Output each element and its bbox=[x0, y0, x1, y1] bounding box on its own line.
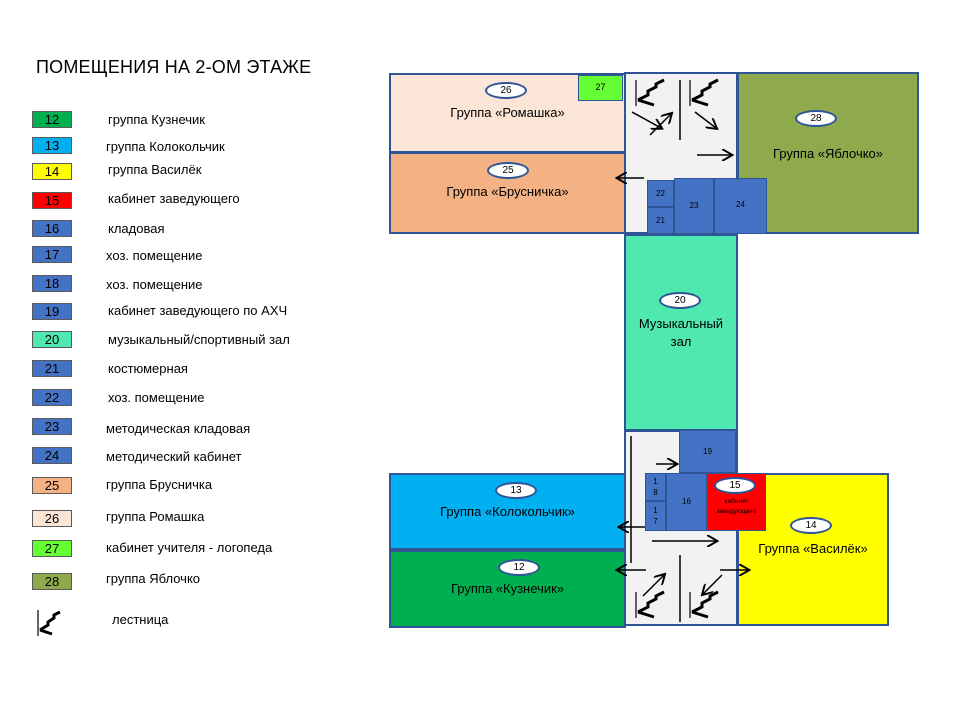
room-16[interactable]: 16 bbox=[666, 473, 707, 531]
arrow bbox=[631, 111, 661, 128]
stairs-icon-top-left bbox=[635, 78, 665, 107]
legend-label-18: хоз. помещение bbox=[106, 277, 203, 292]
room-music-hall-label-1: Музыкальный bbox=[638, 316, 724, 331]
legend-swatch-12: 12 bbox=[32, 111, 72, 128]
room-23[interactable]: 23 bbox=[674, 178, 714, 234]
room-24[interactable]: 24 bbox=[714, 178, 767, 234]
room-17[interactable]: 1 7 bbox=[645, 501, 666, 531]
legend-label-24: методический кабинет bbox=[106, 449, 242, 464]
legend-label-14: группа Василёк bbox=[108, 162, 202, 177]
legend-swatch-24: 24 bbox=[32, 447, 72, 464]
legend-swatch-14: 14 bbox=[32, 163, 72, 180]
legend-label-25: группа Брусничка bbox=[106, 477, 213, 492]
room-romashka-label: Группа «Ромашка» bbox=[450, 105, 565, 120]
legend-label-13: группа Колокольчик bbox=[106, 139, 225, 154]
room-logoped[interactable]: 27 bbox=[578, 75, 623, 101]
legend-swatch-17: 17 bbox=[32, 246, 72, 263]
room-vasilek-label: Группа «Василёк» bbox=[758, 541, 868, 556]
room-head-office-label: кабинет заведующего bbox=[716, 498, 757, 515]
room-kolokolchik-number: 13 bbox=[495, 482, 537, 499]
legend-swatch-19: 19 bbox=[32, 303, 72, 320]
room-yablochko[interactable] bbox=[737, 72, 919, 234]
legend-swatch-13: 13 bbox=[32, 137, 72, 154]
legend-swatch-28: 28 bbox=[32, 573, 72, 590]
legend-swatch-16: 16 bbox=[32, 220, 72, 237]
stairs-icon-top-right bbox=[689, 78, 719, 107]
room-kuznechik-label: Группа «Кузнечик» bbox=[450, 581, 564, 596]
room-romashka-number: 26 bbox=[485, 82, 527, 99]
legend-swatch-23: 23 bbox=[32, 418, 72, 435]
legend-label-26: группа Ромашка bbox=[106, 509, 205, 524]
legend-label-15: кабинет заведующего bbox=[108, 191, 240, 206]
legend-swatch-26: 26 bbox=[32, 510, 72, 527]
legend-label-21: костюмерная bbox=[108, 361, 188, 376]
room-head-office-number: 15 bbox=[714, 477, 756, 494]
legend-swatch-27: 27 bbox=[32, 540, 72, 557]
room-18[interactable]: 1 8 bbox=[645, 473, 666, 501]
legend-label-12: группа Кузнечик bbox=[108, 112, 205, 127]
room-music-hall-label-2: зал bbox=[670, 334, 692, 349]
room-21[interactable]: 21 bbox=[647, 207, 674, 234]
room-yablochko-number: 28 bbox=[795, 110, 837, 127]
legend-label-20: музыкальный/спортивный зал bbox=[108, 332, 290, 347]
page-title: ПОМЕЩЕНИЯ НА 2-ОМ ЭТАЖЕ bbox=[36, 57, 312, 77]
room-22[interactable]: 22 bbox=[647, 180, 674, 207]
room-kuznechik-number: 12 bbox=[498, 559, 540, 576]
legend-swatch-21: 21 bbox=[32, 360, 72, 377]
legend-swatch-18: 18 bbox=[32, 275, 72, 292]
legend-swatch-15: 15 bbox=[32, 192, 72, 209]
legend-label-17: хоз. помещение bbox=[106, 248, 203, 263]
legend-label-27: кабинет учителя - логопеда bbox=[106, 540, 273, 555]
legend-label-16: кладовая bbox=[108, 221, 165, 236]
room-yablochko-label: Группа «Яблочко» bbox=[772, 146, 884, 161]
stairs-icon-bottom-left bbox=[635, 590, 665, 619]
arrow bbox=[703, 574, 723, 594]
room-music-hall-number: 20 bbox=[659, 292, 701, 309]
legend-label-19: кабинет заведующего по АХЧ bbox=[108, 303, 288, 318]
stairs-legend-label: лестница bbox=[112, 612, 169, 627]
room-brusnichka-number: 25 bbox=[487, 162, 529, 179]
stairs-icon-bottom-right bbox=[689, 590, 719, 619]
room-vasilek-number: 14 bbox=[790, 517, 832, 534]
legend-swatch-22: 22 bbox=[32, 389, 72, 406]
legend-label-23: методическая кладовая bbox=[106, 421, 251, 436]
arrow bbox=[642, 575, 664, 597]
arrow bbox=[694, 111, 716, 128]
legend-swatch-25: 25 bbox=[32, 477, 72, 494]
legend-label-28: группа Яблочко bbox=[106, 571, 201, 586]
legend-label-22: хоз. помещение bbox=[108, 390, 205, 405]
room-brusnichka-label: Группа «Брусничка» bbox=[446, 184, 569, 199]
legend-swatch-20: 20 bbox=[32, 331, 72, 348]
stairs-legend-icon bbox=[37, 610, 61, 636]
arrow bbox=[649, 114, 671, 136]
room-kolokolchik-label: Группа «Колокольчик» bbox=[440, 504, 575, 519]
room-19[interactable]: 19 bbox=[679, 430, 736, 473]
